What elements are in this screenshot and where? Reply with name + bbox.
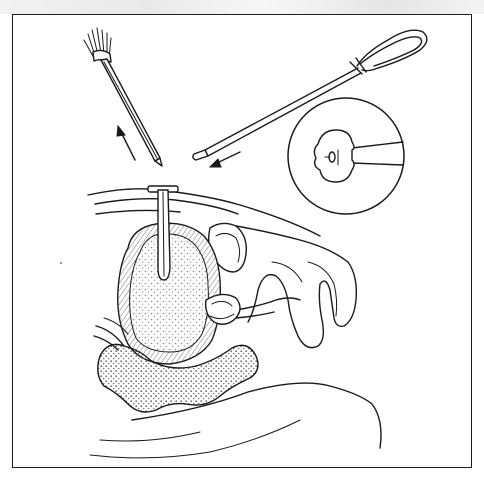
arrow-down-left-icon — [210, 152, 240, 167]
arrow-up-left-icon — [117, 126, 135, 160]
brush-instrument-icon — [84, 28, 162, 166]
anatomical-section — [60, 186, 381, 458]
magnified-inset-icon — [288, 98, 404, 214]
